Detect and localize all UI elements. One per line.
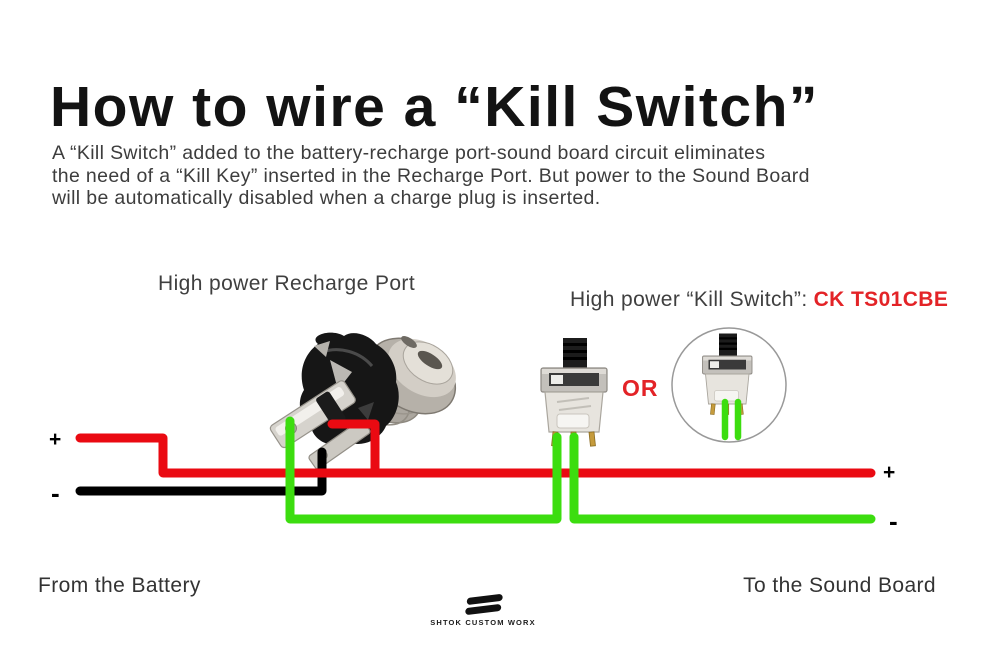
brand-logo-icon [400,592,567,618]
kill-switch-alt-image [702,333,753,416]
intro-paragraph: A “Kill Switch” added to the battery-rec… [52,142,942,210]
brand-footer: SHTOK CUSTOM WORX [400,593,566,627]
intro-line: will be automatically disabled when a ch… [52,187,601,209]
negative-wire [75,447,327,496]
intro-line: the need of a “Kill Key” inserted in the… [52,164,810,187]
brand-name: SHTOK CUSTOM WORX [430,618,536,627]
to-sound-board-label: To the Sound Board [743,574,936,597]
battery-positive-label: + [49,428,62,451]
from-battery-label: From the Battery [38,574,201,597]
intro-line: A “Kill Switch” added to the battery-rec… [52,142,766,164]
recharge-port-image [269,332,457,470]
positive-branch-wire [327,419,380,476]
or-label: OR [622,375,659,401]
kill-switch-label: High power “Kill Switch”:CK TS01CBE [570,288,948,312]
switched-wire-switch-to-board [569,432,876,524]
board-negative-label: - [889,506,898,536]
positive-wire [75,433,876,478]
page-title: How to wire a “Kill Switch” [50,75,819,140]
recharge-port-label: High power Recharge Port [158,272,416,295]
kill-switch-part-number: CK TS01CBE [813,288,949,311]
kill-switch-label-text: High power “Kill Switch”: [570,288,808,311]
battery-negative-label: - [51,478,60,508]
board-positive-label: + [883,461,896,484]
kill-switch-image [540,338,608,447]
switched-wire-port-to-switch [285,416,562,524]
